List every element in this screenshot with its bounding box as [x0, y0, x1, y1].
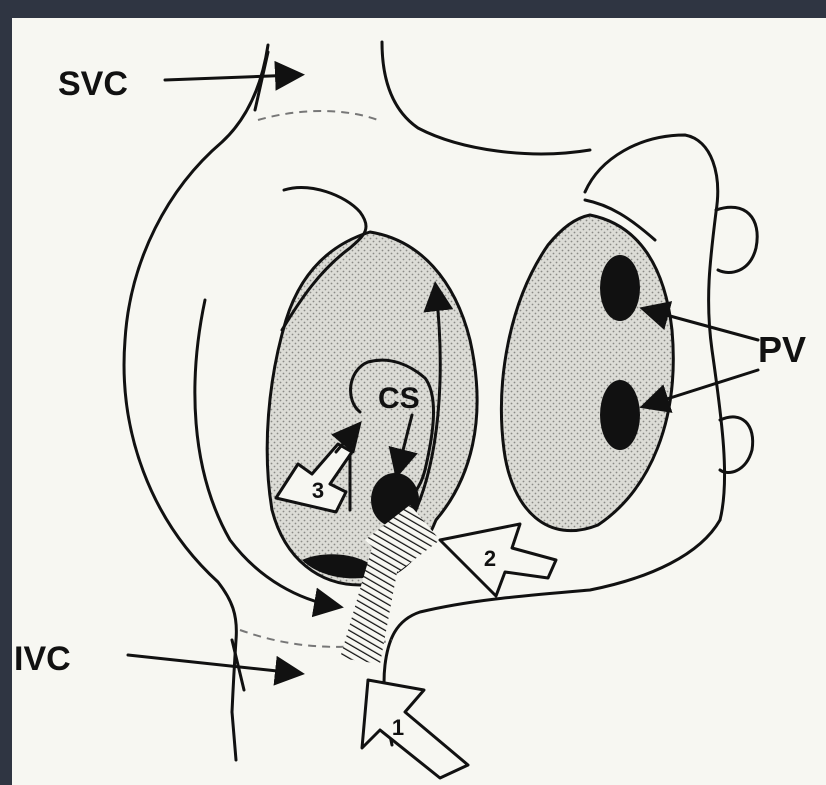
cs-label: CS	[378, 382, 420, 415]
pv-label: PV	[758, 329, 806, 370]
approach-arrow-2: 2	[440, 524, 556, 596]
pulmonary-vein-ostium-lower	[600, 380, 640, 450]
left-atrial-septum-region	[501, 215, 673, 531]
ivc-label: IVC	[14, 640, 71, 678]
svc-wall	[382, 42, 590, 154]
pulmonary-vein-ostium-upper	[600, 255, 640, 321]
svc-tick	[255, 52, 268, 110]
ivc-arrow	[128, 655, 296, 673]
approach-number-3: 3	[312, 478, 324, 503]
svc-arrow	[165, 75, 296, 80]
svc-label: SVC	[58, 65, 128, 103]
pv-stump-upper	[716, 207, 757, 272]
approach-arrow-1: 1	[362, 680, 468, 778]
svc-orifice-dashed	[258, 111, 378, 120]
approach-number-2: 2	[484, 546, 496, 571]
approach-number-1: 1	[392, 715, 404, 740]
fossa-stippled-region	[267, 232, 477, 585]
atrial-base-outline	[384, 520, 720, 745]
ivc-wall	[232, 712, 236, 760]
